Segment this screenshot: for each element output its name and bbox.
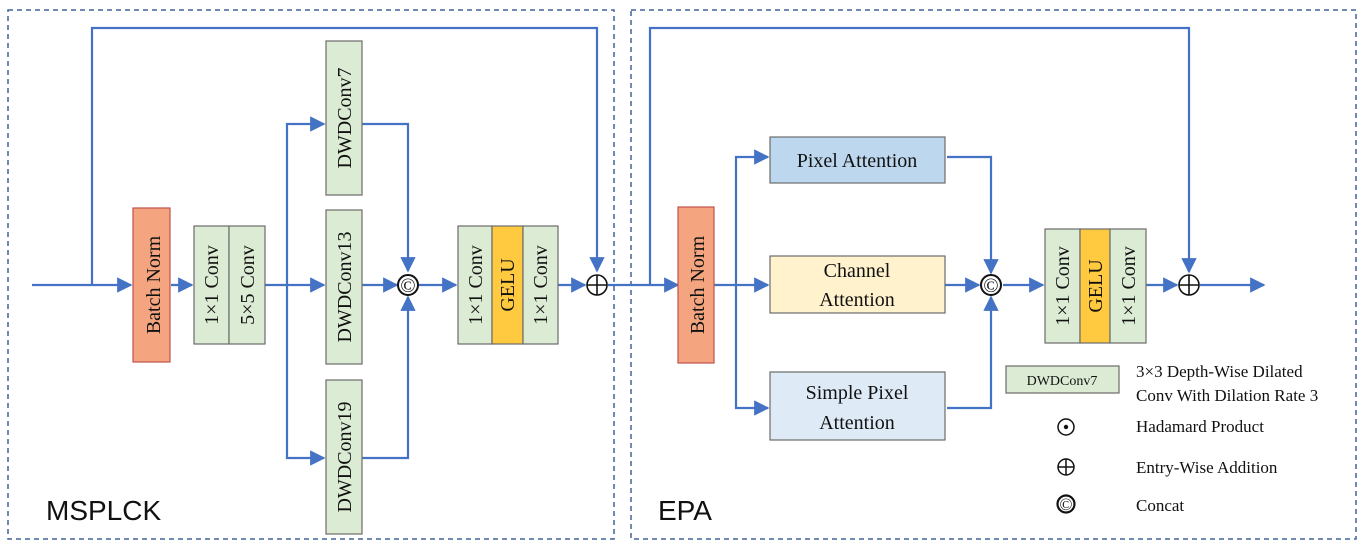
mspick-wires: [32, 26, 680, 466]
epa-channel-attention-block: Channel Attention: [769, 255, 946, 314]
mspick-dwd7-block: DWDConv7: [325, 40, 363, 196]
mspick-dwd19-block: DWDConv19: [325, 379, 363, 535]
epa-batch-norm-label: Batch Norm: [687, 235, 709, 334]
epa-mlp-conv-a-label: 1×1 Conv: [1052, 246, 1074, 326]
legend-dwd-desc-1: 3×3 Depth-Wise Dilated: [1136, 362, 1303, 381]
legend-hadamard-icon: [1057, 418, 1075, 436]
mspick-add-operator: [586, 274, 608, 296]
legend-concat-symbol: ©: [1060, 495, 1073, 514]
epa-label: EPA: [658, 495, 712, 526]
epa-border: [630, 9, 1357, 540]
legend-concat-label: Concat: [1136, 496, 1184, 515]
mspick-dwd19-label: DWDConv19: [334, 401, 356, 512]
mspick-conv-pair-block: 1×1 Conv 5×5 Conv: [193, 225, 266, 345]
mspick-mlp-conv-a-label: 1×1 Conv: [465, 245, 487, 325]
epa-concat-symbol: ©: [983, 275, 998, 297]
mspick-concat-operator: ©: [397, 274, 419, 297]
epa-batch-norm-block: Batch Norm: [677, 206, 715, 364]
mspick-conv1x1-label: 1×1 Conv: [201, 245, 223, 325]
epa-channel-attention-label-1: Channel: [824, 260, 891, 282]
epa-mlp-block: 1×1 Conv GELU 1×1 Conv: [1044, 228, 1147, 344]
mspick-label: MSPLCK: [46, 495, 161, 526]
legend-dwd-box-label: DWDConv7: [1027, 374, 1098, 389]
mspick-conv5x5-label: 5×5 Conv: [237, 245, 259, 325]
epa-mlp-conv-b-label: 1×1 Conv: [1118, 246, 1140, 326]
legend-dwd-box: [1005, 365, 1120, 394]
epa-mlp-gelu-label: GELU: [1085, 259, 1107, 313]
mspick-dwd13-label: DWDConv13: [334, 231, 356, 342]
legend-add-icon: [1057, 458, 1075, 476]
epa-add-operator: [1178, 274, 1200, 296]
epa-wires: [648, 26, 1266, 416]
epa-pixel-attention-block: Pixel Attention: [769, 136, 946, 184]
mspick-mlp-conv-b-label: 1×1 Conv: [530, 245, 552, 325]
mspick-mlp-gelu-label: GELU: [497, 258, 519, 312]
mspick-batch-norm-block: Batch Norm: [132, 207, 171, 363]
epa-simple-pixel-label-1: Simple Pixel: [806, 382, 909, 404]
mspick-mlp-block: 1×1 Conv GELU 1×1 Conv: [457, 225, 559, 345]
mspick-concat-symbol: ©: [400, 275, 415, 297]
epa-simple-pixel-label-2: Attention: [819, 412, 895, 434]
legend: DWDConv7 3×3 Depth-Wise Dilated Conv Wit…: [1005, 362, 1318, 515]
legend-addition-label: Entry-Wise Addition: [1136, 458, 1278, 477]
legend-concat-icon: ©: [1056, 494, 1076, 514]
epa-simple-pixel-attention-block: Simple Pixel Attention: [769, 371, 946, 441]
mspick-dwd7-label: DWDConv7: [334, 67, 356, 168]
epa-concat-operator: ©: [980, 274, 1002, 297]
epa-channel-attention-label-2: Attention: [819, 289, 895, 311]
legend-dwd-desc-2: Conv With Dilation Rate 3: [1136, 386, 1318, 405]
epa-pixel-attention-label: Pixel Attention: [797, 150, 918, 172]
legend-hadamard-label: Hadamard Product: [1136, 417, 1264, 436]
mspick-dwd13-block: DWDConv13: [325, 209, 363, 365]
mspick-batch-norm-label: Batch Norm: [143, 235, 165, 334]
